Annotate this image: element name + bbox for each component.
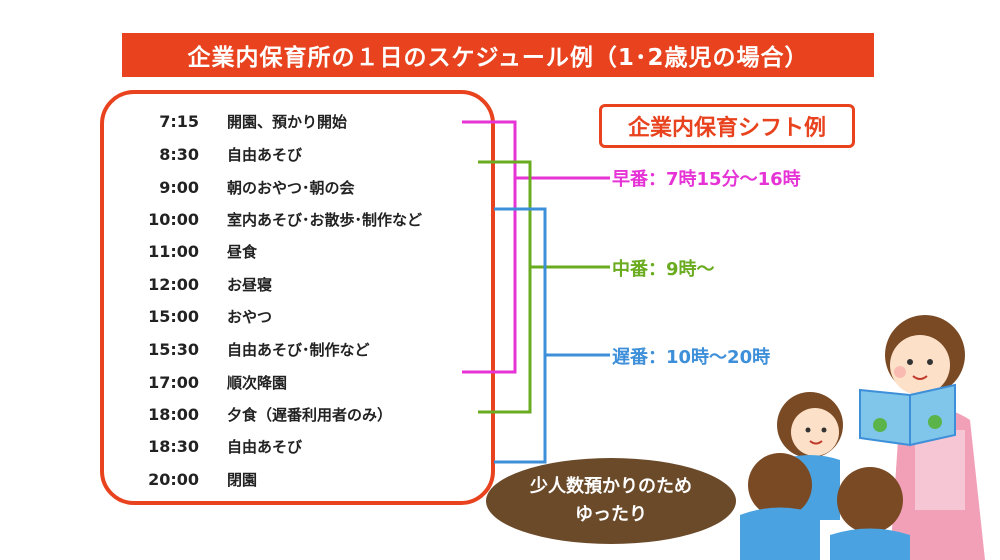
early-shift-bracket — [462, 120, 517, 374]
note-bubble: 少人数預かりのため ゆったり — [486, 458, 736, 544]
schedule-row: 9:00 朝のおやつ･朝の会 — [104, 172, 499, 202]
schedule-row: 18:00 夕食（遅番利用者のみ） — [104, 399, 499, 429]
schedule-time: 20:00 — [148, 469, 199, 489]
schedule-event: 朝のおやつ･朝の会 — [227, 178, 355, 197]
schedule-time: 11:00 — [148, 241, 199, 261]
schedule-row: 8:30 自由あそび — [104, 139, 499, 169]
schedule-time: 15:30 — [148, 339, 199, 359]
schedule-row: 18:30 自由あそび — [104, 431, 499, 461]
schedule-event: 開園、預かり開始 — [227, 112, 348, 131]
schedule-row: 11:00 昼食 — [104, 236, 499, 266]
schedule-time: 12:00 — [148, 274, 199, 294]
page-title: 企業内保育所の１日のスケジュール例（1･2歳児の場合） — [122, 33, 874, 77]
schedule-time: 10:00 — [148, 209, 199, 229]
schedule-time: 9:00 — [159, 177, 199, 197]
shift-heading: 企業内保育シフト例 — [599, 104, 855, 148]
schedule-time: 18:30 — [148, 436, 199, 456]
schedule-event: お昼寝 — [227, 275, 273, 294]
schedule-event: 夕食（遅番利用者のみ） — [227, 405, 393, 424]
note-line-1: 少人数預かりのため — [530, 476, 692, 497]
late-shift-label: 遅番：10時～20時 — [612, 347, 771, 368]
teacher-children-illustration — [740, 315, 985, 560]
schedule-event: おやつ — [227, 307, 273, 326]
schedule-box: 7:15 開園、預かり開始 8:30 自由あそび 9:00 朝のおやつ･朝の会 10:… — [100, 90, 495, 505]
schedule-event: 自由あそび — [227, 437, 303, 456]
schedule-event: 昼食 — [227, 242, 258, 261]
early-shift-label: 早番：7時15分～16時 — [612, 169, 801, 190]
schedule-time: 8:30 — [159, 144, 199, 164]
schedule-row: 10:00 室内あそび･お散歩･制作など — [104, 204, 499, 234]
schedule-row: 12:00 お昼寝 — [104, 269, 499, 299]
schedule-row: 7:15 開園、預かり開始 — [104, 106, 499, 136]
late-shift-bracket — [494, 207, 547, 464]
schedule-event: 自由あそび — [227, 145, 303, 164]
note-line-2: ゆったり — [575, 504, 647, 525]
middle-shift-label: 中番：9時～ — [612, 259, 715, 280]
schedule-time: 15:00 — [148, 306, 199, 326]
schedule-event: 順次降園 — [227, 373, 288, 392]
schedule-event: 室内あそび･お散歩･制作など — [227, 210, 423, 229]
schedule-row: 20:00 閉園 — [104, 464, 499, 494]
schedule-row: 15:00 おやつ — [104, 301, 499, 331]
schedule-event: 自由あそび･制作など — [227, 340, 370, 359]
schedule-event: 閉園 — [227, 470, 258, 489]
schedule-row: 17:00 順次降園 — [104, 367, 499, 397]
schedule-row: 15:30 自由あそび･制作など — [104, 334, 499, 364]
schedule-time: 7:15 — [159, 111, 199, 131]
schedule-time: 17:00 — [148, 372, 199, 392]
middle-shift-bracket — [478, 160, 532, 414]
schedule-time: 18:00 — [148, 404, 199, 424]
